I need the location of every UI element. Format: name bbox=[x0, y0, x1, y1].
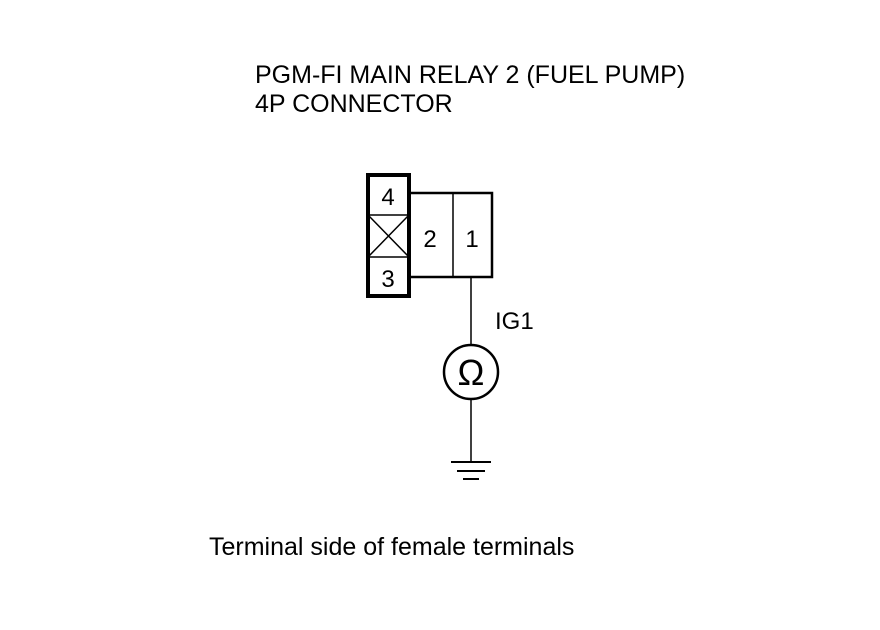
diagram-title-line-1: PGM-FI MAIN RELAY 2 (FUEL PUMP) bbox=[255, 61, 686, 89]
blank-cavity-cross-icon bbox=[368, 215, 409, 257]
ohm-icon: Ω bbox=[458, 352, 485, 393]
connector-body bbox=[407, 191, 494, 279]
ground-icon bbox=[451, 461, 491, 480]
pin-label-3: 3 bbox=[381, 266, 394, 293]
pin-label-1: 1 bbox=[465, 226, 478, 253]
pin-label-2: 2 bbox=[423, 226, 436, 253]
wire-label: IG1 bbox=[495, 308, 534, 335]
diagram-title-line-2: 4P CONNECTOR bbox=[255, 90, 453, 118]
pin-label-4: 4 bbox=[381, 184, 394, 211]
diagram-caption: Terminal side of female terminals bbox=[209, 533, 575, 561]
